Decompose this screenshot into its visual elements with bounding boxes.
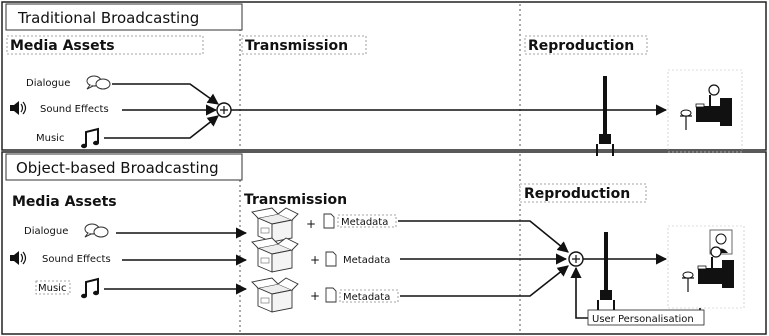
object-viewer-frame [667,225,745,309]
traditional-title: Traditional Broadcasting [17,9,199,27]
object-reproduction-box [519,183,647,203]
traditional-transmission-box [241,35,367,55]
traditional-transmission-heading: Transmission [245,38,348,54]
object-metadata-box-1 [337,214,397,228]
traditional-dialogue-label: Dialogue [26,78,70,89]
object-dialogue-icon [84,223,109,238]
object-music-stream-arrow [400,265,569,297]
traditional-music-arrow [104,115,219,139]
object-music-label: Music [38,283,66,294]
object-plus-3: + [310,289,320,303]
object-based-panel [1,151,767,335]
traditional-tv-icon [596,75,614,157]
traditional-media-assets-box [6,35,204,55]
object-title-box [5,153,243,181]
object-title: Object-based Broadcasting [16,159,219,177]
object-transmission-heading: Transmission [244,192,347,208]
object-metadata-label-3: Metadata [343,292,390,303]
object-metadata-label-1: Metadata [341,217,388,228]
object-music-icon [80,278,100,300]
object-metadata-label-2: Metadata [343,255,390,266]
object-plus-2: + [310,253,320,267]
traditional-reproduction-heading: Reproduction [528,38,634,54]
object-sound-effects-label: Sound Effects [42,254,111,265]
object-sound-effects-icon [9,250,27,266]
traditional-viewer-frame [667,69,743,153]
traditional-viewer-icon [679,84,733,131]
user-personalisation-label: User Personalisation [592,314,694,325]
traditional-plus-icon [220,106,228,114]
object-metadata-doc-icon-3 [325,287,337,303]
object-dialogue-stream-arrow [398,220,569,253]
traditional-panel [1,1,767,151]
object-tv-icon [597,231,615,313]
object-media-assets-heading: Media Assets [12,194,117,210]
object-sound-effects-box-icon [251,237,299,273]
object-dialogue-label: Dialogue [24,226,68,237]
object-metadata-box-3 [339,289,399,303]
traditional-dialogue-icon [86,75,111,90]
object-music-label-box [35,280,71,295]
object-metadata-doc-icon-2 [325,251,337,267]
traditional-media-assets-heading: Media Assets [10,38,115,54]
traditional-music-label: Music [36,133,64,144]
user-personalisation-box [587,309,705,326]
object-render-plus-icon [572,255,580,263]
object-reproduction-heading: Reproduction [524,186,630,202]
traditional-sound-effects-label: Sound Effects [40,104,109,115]
traditional-music-icon [80,128,100,150]
traditional-dialogue-arrow [112,83,219,105]
traditional-title-box [5,3,243,31]
object-dialogue-box-icon [251,207,299,243]
object-music-box-icon [251,277,299,313]
object-plus-1: + [306,217,316,231]
traditional-sound-effects-icon [9,100,27,116]
object-metadata-doc-icon-1 [323,213,335,229]
traditional-reproduction-box [524,35,648,55]
